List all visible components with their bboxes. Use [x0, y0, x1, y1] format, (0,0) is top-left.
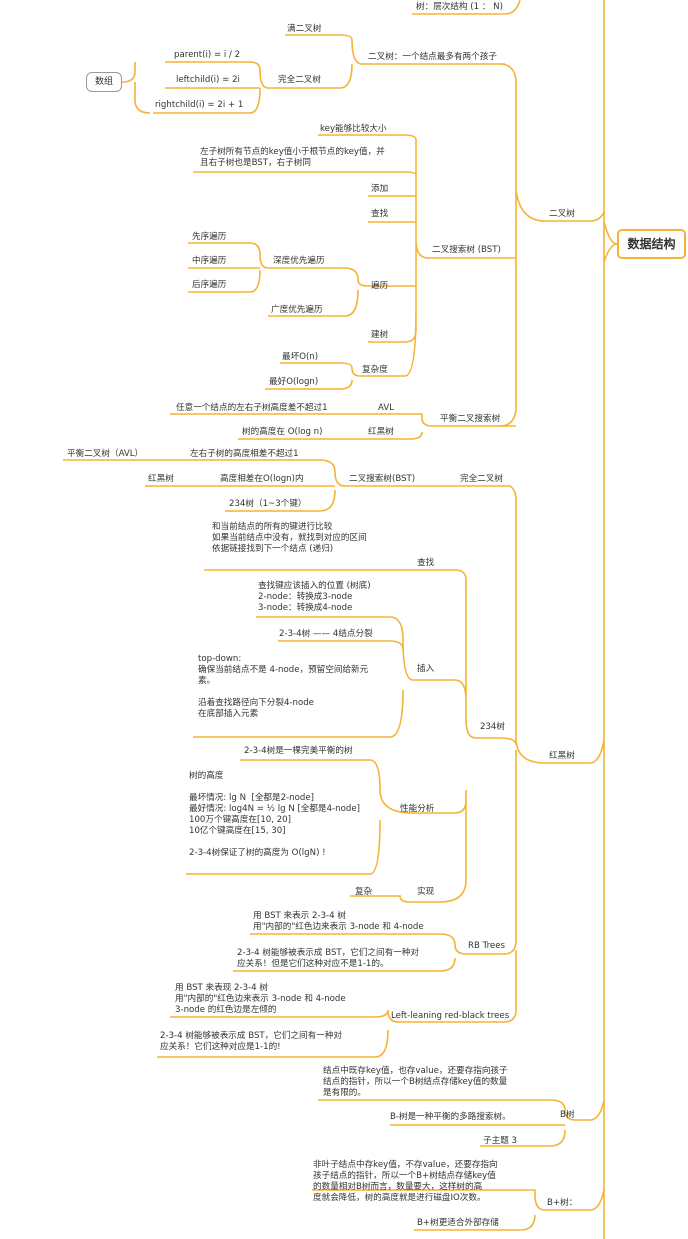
node-cbst-bst[interactable]: 二叉搜索树(BST): [349, 474, 416, 484]
node-right-formula[interactable]: rightchild(i) = 2i + 1: [155, 100, 244, 110]
edge-binary-children: [499, 63, 605, 427]
node-bfs[interactable]: 广度优先遍历: [271, 305, 323, 315]
edge-top: [412, 0, 521, 15]
edge-balanced: [170, 413, 516, 440]
node-array[interactable]: 数组: [86, 72, 122, 92]
edge-pill: [121, 62, 151, 114]
edge-234: [204, 569, 477, 903]
edge-bst: [193, 134, 516, 377]
node-bst-key[interactable]: key能够比较大小: [320, 124, 387, 134]
node-rbt-height[interactable]: 树的高度在 O(log n): [242, 427, 323, 437]
node-234-height[interactable]: 树的高度 最坏情况: lg N [全都是2-node] 最好情况: log4N …: [189, 771, 360, 858]
node-left-formula[interactable]: leftchild(i) = 2i: [176, 75, 240, 85]
node-rbtrees-corr[interactable]: 2-3-4 树能够被表示成 BST，它们之间有一种对 应关系！但是它们这种对应不…: [237, 948, 420, 969]
node-234-search-desc[interactable]: 和当前结点的所有的键进行比较 如果当前结点中没有，就找到对应的区间 依据链接找到…: [212, 522, 367, 554]
node-btree-sub[interactable]: 子主题 3: [483, 1136, 517, 1146]
edge-rbtrees: [233, 750, 517, 972]
node-balanced-rbt[interactable]: 红黑树: [368, 427, 394, 437]
node-bst-add[interactable]: 添加: [371, 184, 389, 194]
node-llrb-corr[interactable]: 2-3-4 树能够被表示成 BST，它们之间有一种对 应关系！它们这种对应是1-…: [160, 1031, 343, 1052]
edge-bplus: [312, 1189, 605, 1231]
edge-root-binary: [603, 221, 618, 245]
node-avl-desc[interactable]: 任意一个结点的左右子树高度差不超过1: [176, 403, 328, 413]
node-full-binary[interactable]: 满二叉树: [287, 24, 322, 34]
edge-rb: [476, 737, 605, 764]
node-avl[interactable]: AVL: [378, 403, 394, 413]
edge-btree: [318, 1099, 605, 1147]
node-bst-traverse[interactable]: 遍历: [371, 281, 389, 291]
node-bst-desc[interactable]: 左子树所有节点的key值小于根节点的key值，并 且右子树也是BST，右子树同: [200, 147, 385, 168]
node-cbst-234[interactable]: 234树（1~3个键）: [229, 499, 307, 509]
node-dfs[interactable]: 深度优先遍历: [273, 256, 325, 266]
node-complete-tree[interactable]: 完全二叉树: [460, 474, 503, 484]
node-cbst-avl[interactable]: 平衡二叉树（AVL）: [67, 449, 144, 459]
node-llrb-repr[interactable]: 用 BST 来表现 2-3-4 树 用"内部的"红色边来表示 3-node 和 …: [175, 983, 346, 1015]
node-rbtrees[interactable]: RB Trees: [468, 941, 505, 951]
node-llrb[interactable]: Left-leaning red-black trees: [391, 1011, 510, 1021]
node-inorder[interactable]: 中序遍历: [192, 256, 227, 266]
node-bst[interactable]: 二叉搜索树 (BST): [432, 245, 501, 255]
node-binary-def[interactable]: 二叉树：一个结点最多有两个孩子: [368, 52, 497, 62]
edge-perf: [186, 759, 414, 875]
edge-traverse: [188, 242, 369, 317]
node-cbst-height[interactable]: 高度相差在O(logn)内: [220, 474, 304, 484]
node-234-split[interactable]: 2-3-4树 —— 4结点分裂: [279, 629, 373, 639]
node-tree-top[interactable]: 树：层次结构 (1 ： N): [416, 2, 503, 12]
edge-complexity: [265, 362, 361, 390]
node-234-insert[interactable]: 插入: [417, 664, 435, 674]
node-btree-balanced[interactable]: B-树是一种平衡的多路搜索树。: [390, 1112, 511, 1122]
node-234-tree[interactable]: 234树: [480, 722, 505, 732]
node-234-impl[interactable]: 实现: [417, 887, 435, 897]
node-btree[interactable]: B树: [560, 1110, 575, 1120]
node-complete-binary[interactable]: 完全二叉树: [278, 75, 321, 85]
node-preorder[interactable]: 先序遍历: [192, 232, 227, 242]
node-worst[interactable]: 最坏O(n): [282, 352, 319, 362]
node-rb-tree[interactable]: 红黑树: [549, 751, 575, 761]
node-binary-tree[interactable]: 二叉树: [549, 209, 575, 219]
node-234-perfect[interactable]: 2-3-4树是一棵完美平衡的树: [244, 746, 353, 756]
node-234-complex[interactable]: 复杂: [355, 887, 373, 897]
node-postorder[interactable]: 后序遍历: [192, 280, 227, 290]
node-cbst-diff[interactable]: 左右子树的高度相差不超过1: [190, 449, 299, 459]
edge-complete-arr: [153, 61, 269, 114]
node-bplus[interactable]: B+树：: [547, 1198, 578, 1208]
edge-llrb: [157, 950, 517, 1058]
node-parent-formula[interactable]: parent(i) = i / 2: [174, 50, 241, 60]
node-bplus-disk[interactable]: B+树更适合外部存储: [417, 1218, 499, 1228]
edge-insert: [193, 616, 414, 738]
node-bplus-desc[interactable]: 非叶子结点中存key值，不存value，还要存指向 孩子结点的指针，所以一个B+…: [313, 1160, 498, 1203]
node-balanced-bst[interactable]: 平衡二叉搜索树: [440, 414, 501, 424]
node-best[interactable]: 最好O(logn): [269, 377, 319, 387]
node-bst-build[interactable]: 建树: [371, 330, 389, 340]
edge-root-rb: [603, 243, 618, 263]
node-234-topdown[interactable]: top-down: 确保当前结点不是 4-node，预留空间给新元 素。 沿着查…: [198, 654, 369, 719]
node-complexity[interactable]: 复杂度: [362, 365, 388, 375]
node-234-search[interactable]: 查找: [417, 558, 435, 568]
edge-impl: [350, 895, 440, 903]
node-234-insert-desc[interactable]: 查找键应该插入的位置 (树底) 2-node：转换成3-node 3-node：…: [258, 581, 371, 613]
edge-complete-bst: [63, 459, 517, 738]
node-bst-find[interactable]: 查找: [371, 209, 389, 219]
node-btree-desc[interactable]: 结点中既存key值，也存value，还要存指向孩子 结点的指针，所以一个B树结点…: [323, 1066, 508, 1098]
node-234-perf[interactable]: 性能分析: [400, 804, 435, 814]
root-node[interactable]: 数据结构: [617, 229, 686, 259]
node-cbst-rbt[interactable]: 红黑树: [148, 474, 174, 484]
node-rbtrees-repr[interactable]: 用 BST 来表示 2-3-4 树 用"内部的"红色边来表示 3-node 和 …: [253, 911, 424, 932]
edge-bt-def: [268, 34, 505, 89]
